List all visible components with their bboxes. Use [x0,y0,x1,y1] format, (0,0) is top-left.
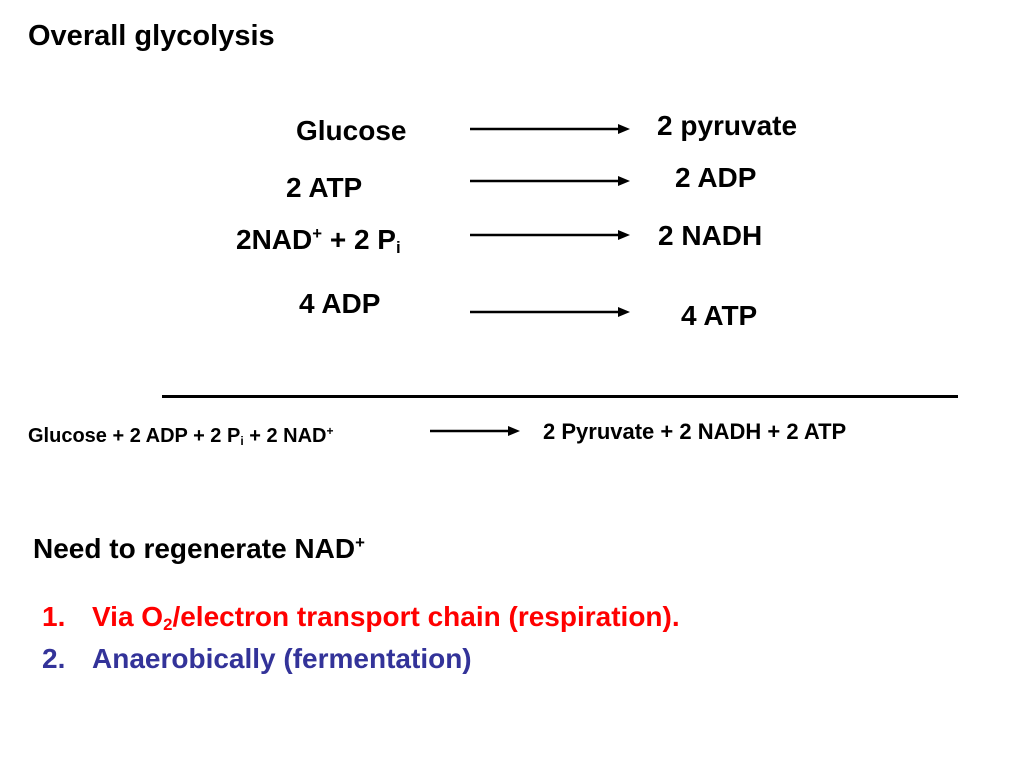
list-item-fermentation: 2. Anaerobically (fermentation) [42,645,842,677]
net-nad-label: + 2 NAD [243,425,327,447]
net-reactants: Glucose + 2 ADP + 2 Pi + 2 NAD+ [28,423,334,448]
list-item-respiration: 1. Via O2/electron transport chain (resp… [42,603,842,635]
reaction-arrow-4 [470,305,630,319]
net-reactants-main: Glucose + 2 ADP + 2 P [28,425,241,447]
product-pyruvate: 2 pyruvate [657,110,798,141]
phosphate-subscript: i [395,238,401,258]
nad-charge: + [312,223,323,243]
reactant-adp: 4 ADP [299,288,381,319]
reactant-glucose: Glucose [296,115,407,146]
nad-label: 2NAD [236,224,313,255]
phosphate-label: + 2 P [322,224,396,255]
product-atp: 4 ATP [681,300,758,331]
list-number: 2. [42,643,66,674]
reactant-nad-pi: 2NAD+ + 2 Pi [236,223,401,258]
net-nad-charge: + [326,423,334,438]
list-text: Via O2/electron transport chain (respira… [92,601,680,635]
summation-rule [162,395,958,398]
list-text: Anaerobically (fermentation) [92,643,472,674]
reactant-atp: 2 ATP [286,172,363,203]
regenerate-note-text: Need to regenerate NAD [33,533,356,564]
net-products: 2 Pyruvate + 2 NADH + 2 ATP [543,419,847,444]
list-number: 1. [42,601,66,632]
reaction-arrow-2 [470,174,630,188]
slide-title: Overall glycolysis [28,20,275,52]
list-text-prefix: Via O [92,601,164,632]
net-phosphate-subscript: i [240,434,244,448]
product-adp: 2 ADP [675,162,757,193]
regenerate-note-charge: + [355,532,365,552]
reaction-arrow-1 [470,122,630,136]
list-text-suffix: /electron transport chain (respiration). [172,601,680,632]
regenerate-note: Need to regenerate NAD+ [33,532,365,564]
reaction-arrow-3 [470,228,630,242]
oxygen-subscript: 2 [163,615,173,635]
product-nadh: 2 NADH [658,220,763,251]
net-reaction-arrow [430,424,520,438]
